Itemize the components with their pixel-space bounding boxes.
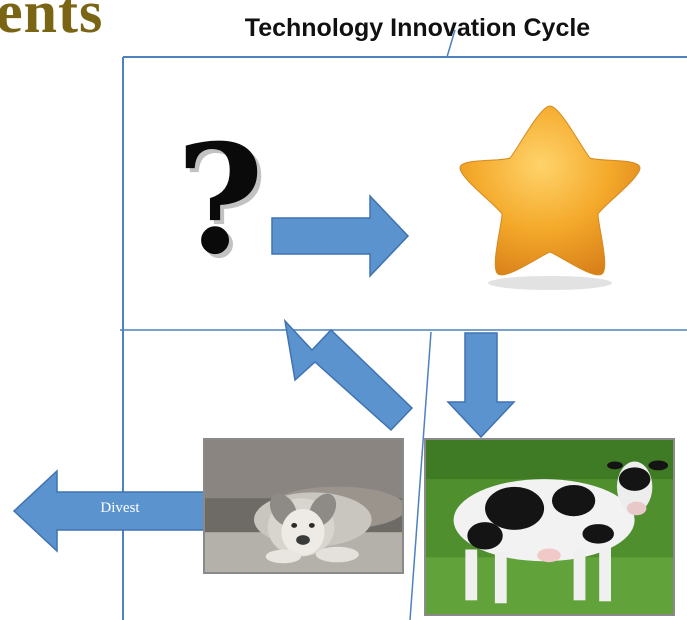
- star-icon: [459, 105, 641, 290]
- puppy-photo: [203, 438, 404, 574]
- question-mark-icon: ? ?: [176, 112, 268, 292]
- cow-photo: [424, 438, 675, 616]
- divest-label: Divest: [100, 500, 140, 516]
- grid-vertical-line: [409, 331, 432, 620]
- diagram-title: Technology Innovation Cycle: [244, 14, 591, 42]
- arrow-question-to-star: [271, 194, 410, 278]
- title-tick-line: [446, 29, 456, 58]
- slide-title-fragment: ents: [0, 0, 104, 45]
- arrow-star-to-cow: [446, 332, 516, 439]
- svg-text:?: ?: [176, 112, 264, 288]
- divest-arrow: [12, 469, 206, 553]
- svg-text:?: ?: [180, 116, 268, 292]
- arrow-dog-to-question: [283, 318, 414, 432]
